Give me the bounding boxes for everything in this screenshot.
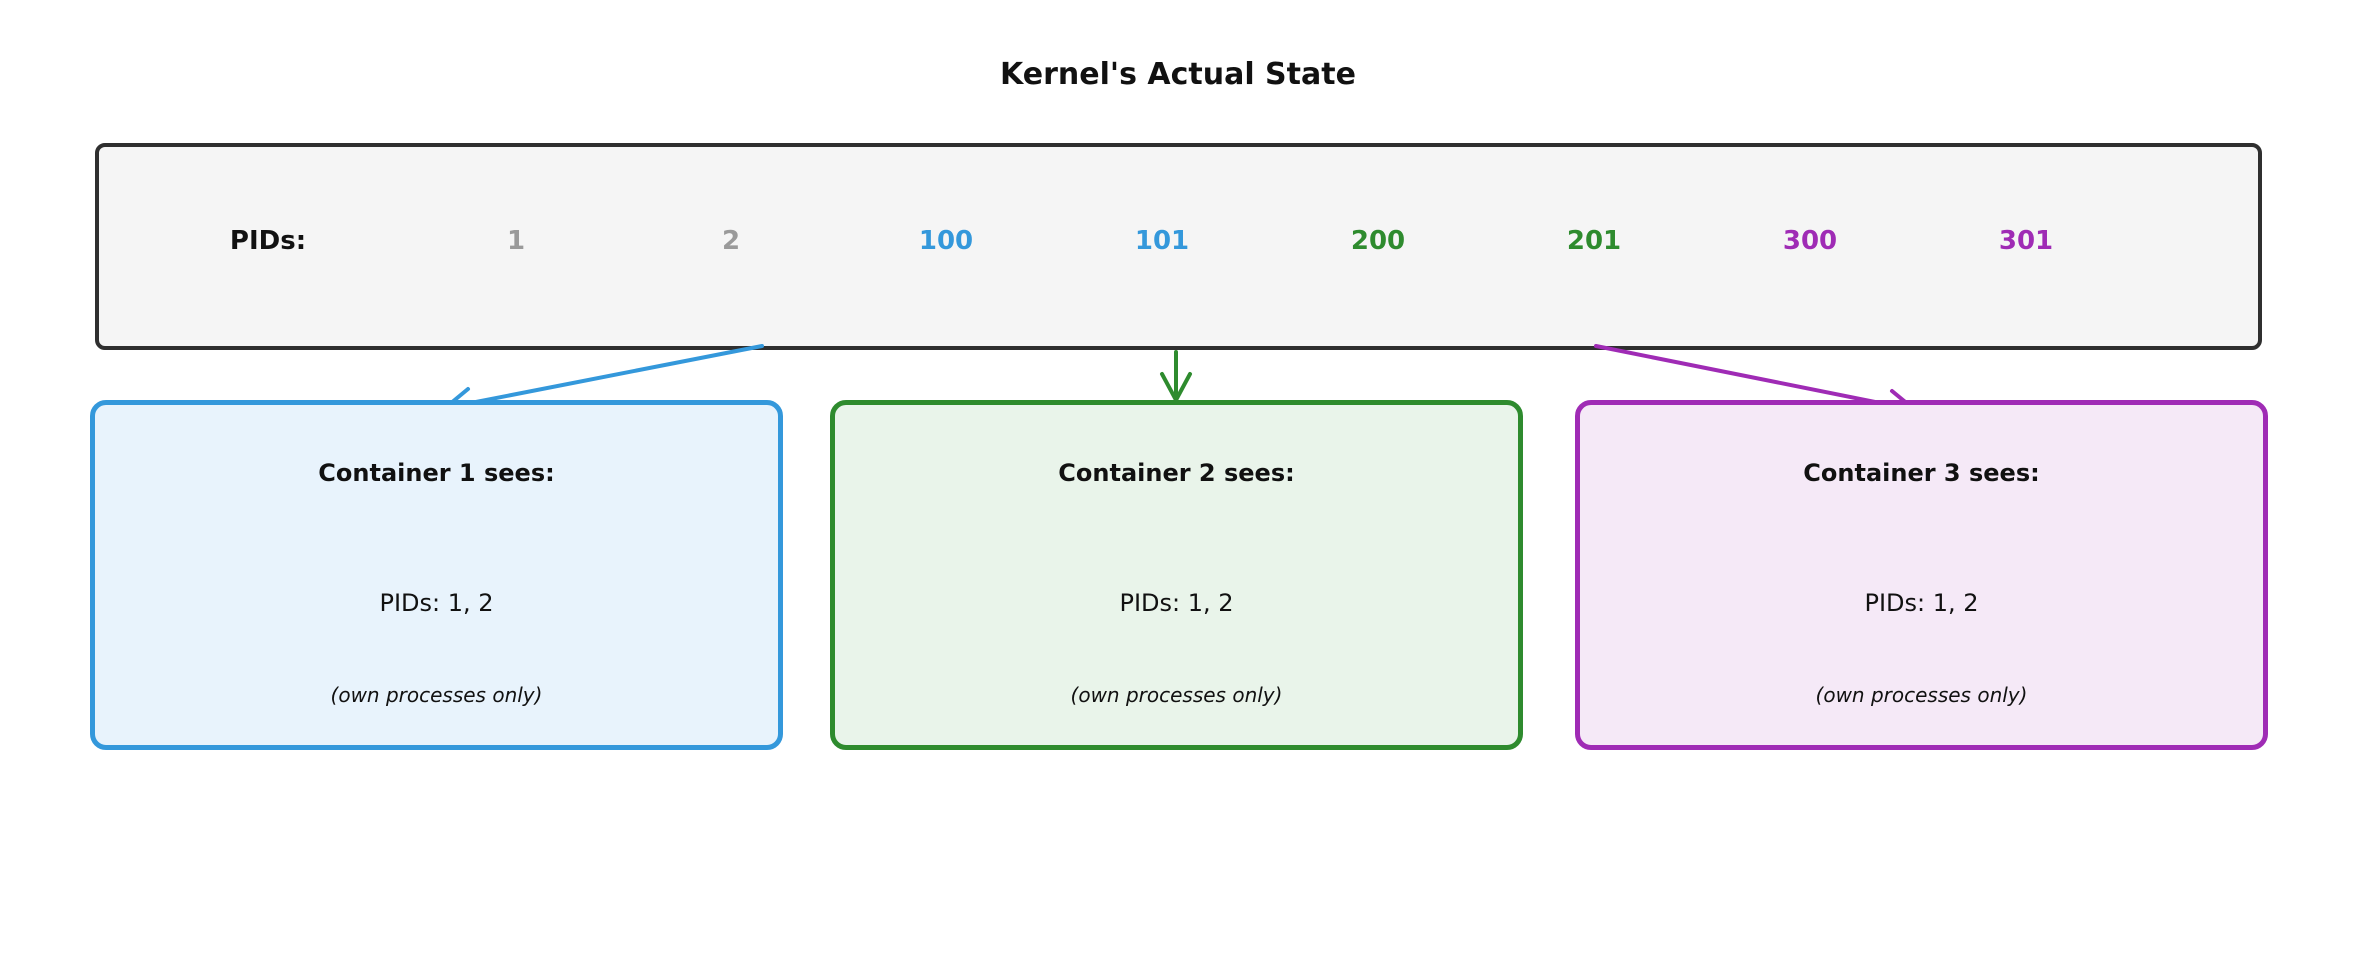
pid-value-201: 201 <box>1566 226 1622 256</box>
container-1-pids: PIDs: 1, 2 <box>379 589 494 617</box>
pid-value-100: 100 <box>918 226 974 256</box>
container-3-pids: PIDs: 1, 2 <box>1864 589 1979 617</box>
container-3-title: Container 3 sees: <box>1803 459 2040 487</box>
arrow-to-container-2-icon <box>1160 350 1192 402</box>
container-1-title: Container 1 sees: <box>318 459 555 487</box>
pid-value-200: 200 <box>1350 226 1406 256</box>
container-2-pids: PIDs: 1, 2 <box>1119 589 1234 617</box>
pid-value-300: 300 <box>1782 226 1838 256</box>
pids-row-label: PIDs: <box>229 226 307 256</box>
pid-value-1: 1 <box>506 226 526 256</box>
container-1-box: Container 1 sees: PIDs: 1, 2 (own proces… <box>90 400 783 750</box>
pid-value-301: 301 <box>1998 226 2054 256</box>
container-1-note: (own processes only) <box>330 683 543 707</box>
kernel-state-box <box>95 143 2262 350</box>
container-3-note: (own processes only) <box>1815 683 2028 707</box>
pid-value-101: 101 <box>1134 226 1190 256</box>
container-3-box: Container 3 sees: PIDs: 1, 2 (own proces… <box>1575 400 2268 750</box>
pid-value-2: 2 <box>721 226 741 256</box>
container-2-note: (own processes only) <box>1070 683 1283 707</box>
page-title: Kernel's Actual State <box>1000 57 1356 92</box>
container-2-box: Container 2 sees: PIDs: 1, 2 (own proces… <box>830 400 1523 750</box>
container-2-title: Container 2 sees: <box>1058 459 1295 487</box>
